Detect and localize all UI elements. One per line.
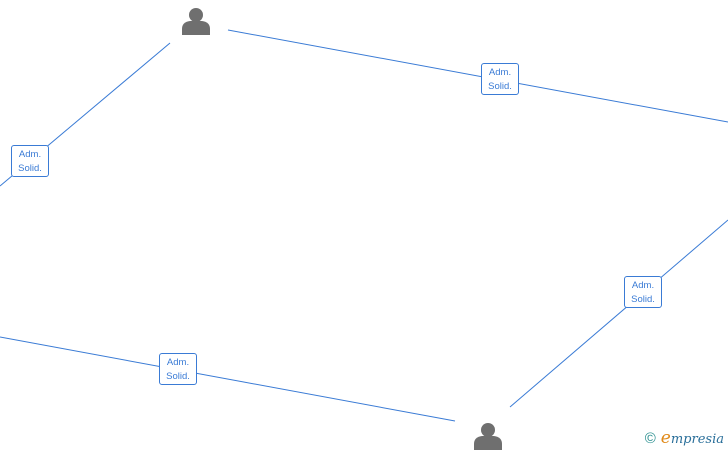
edge-bottom-right (509, 219, 728, 408)
edge-bottom-left (0, 336, 456, 422)
relationship-label-line2: Solid. (166, 371, 190, 382)
relationship-label-line1: Adm. (18, 149, 42, 160)
brand-first-letter: e (660, 428, 671, 448)
relationship-label-line1: Adm. (631, 280, 655, 291)
brand-rest: mpresia (670, 432, 724, 447)
copyright-icon: © (644, 429, 656, 447)
relationship-label-line2: Solid. (488, 81, 512, 92)
relationship-label[interactable]: Adm. Solid. (624, 276, 662, 308)
relationship-label-line1: Adm. (488, 67, 512, 78)
edge-top (227, 29, 728, 123)
relationship-label[interactable]: Adm. Solid. (159, 353, 197, 385)
relationship-label-line2: Solid. (631, 294, 655, 305)
brand-logo: empresia (661, 428, 724, 448)
person-icon[interactable] (474, 423, 502, 450)
person-icon[interactable] (182, 8, 210, 35)
relationship-label[interactable]: Adm. Solid. (481, 63, 519, 95)
relationship-label-line2: Solid. (18, 163, 42, 174)
relationship-label[interactable]: Adm. Solid. (11, 145, 49, 177)
empresia-watermark: © empresia (644, 428, 724, 448)
relationship-label-line1: Adm. (166, 357, 190, 368)
